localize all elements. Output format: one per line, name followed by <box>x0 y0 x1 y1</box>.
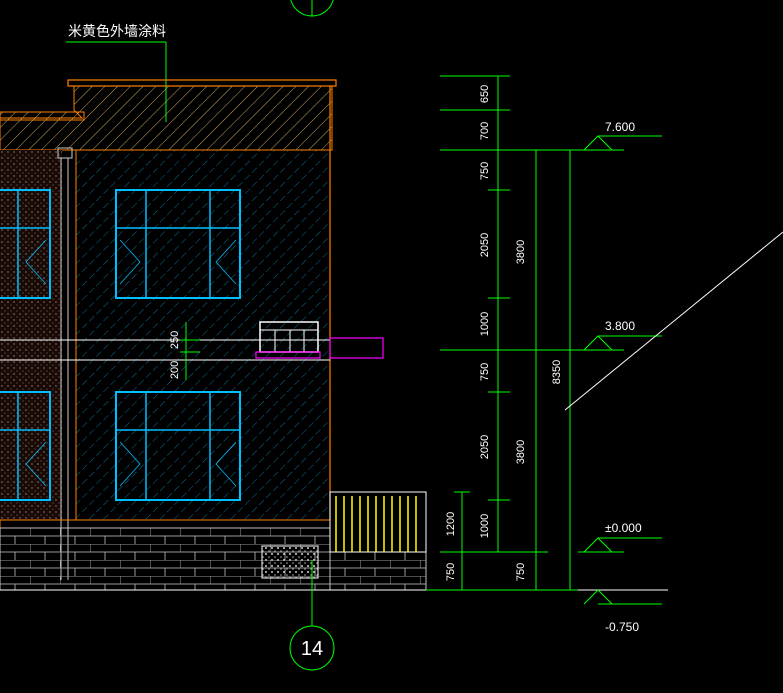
window-upper-left <box>0 189 51 299</box>
parapet <box>0 79 337 151</box>
window-upper-main <box>115 189 241 299</box>
dim-8350: 8350 <box>551 360 563 384</box>
ac-unit-bracket <box>255 321 384 359</box>
dim-1200: 1200 <box>445 512 457 536</box>
axis-bubble-top <box>290 0 334 17</box>
downpipe <box>57 147 73 580</box>
axis-label: 14 <box>301 638 323 660</box>
level-minus-750-text: -0.750 <box>605 620 639 634</box>
window-lower-left <box>0 391 51 501</box>
dim-750-a: 750 <box>479 162 491 180</box>
level-3800-text: 3.800 <box>605 319 635 333</box>
diagonal-line <box>564 231 783 411</box>
wall-note-text: 米黄色外墙涂料 <box>68 23 166 40</box>
plinth-brick <box>0 519 427 591</box>
level-marker-3800: 3.800 <box>578 319 662 351</box>
slab-dimension: 250 200 <box>169 322 200 380</box>
side-railing <box>329 491 427 553</box>
dim-2050-a: 2050 <box>479 233 491 257</box>
slab-dim-bottom: 200 <box>169 361 181 379</box>
dim-2050-b: 2050 <box>479 435 491 459</box>
dim-650: 650 <box>479 85 491 103</box>
level-marker-7600: 7.600 <box>578 120 662 151</box>
dim-750-d: 750 <box>445 563 457 581</box>
dim-1000-b: 1000 <box>479 514 491 538</box>
level-7600-text: 7.600 <box>605 120 635 134</box>
dim-1000-a: 1000 <box>479 312 491 336</box>
dim-3800-b: 3800 <box>515 440 527 464</box>
window-lower-main <box>115 391 241 501</box>
dim-750-b: 750 <box>479 363 491 381</box>
level-marker-minus-750: -0.750 <box>583 589 662 634</box>
dimension-chain <box>426 75 578 591</box>
axis-bubble-bottom: 14 <box>289 560 335 671</box>
dim-3800-a: 3800 <box>515 240 527 264</box>
slab-dim-top: 250 <box>169 331 181 349</box>
wall-material-note: 米黄色外墙涂料 <box>66 23 167 122</box>
dim-700: 700 <box>479 122 491 140</box>
dim-750-c: 750 <box>515 563 527 581</box>
dimension-texts: 650 700 750 2050 1000 750 2050 1000 750 … <box>445 85 563 581</box>
level-0000-text: ±0.000 <box>605 521 642 535</box>
level-marker-0000: ±0.000 <box>578 521 662 553</box>
